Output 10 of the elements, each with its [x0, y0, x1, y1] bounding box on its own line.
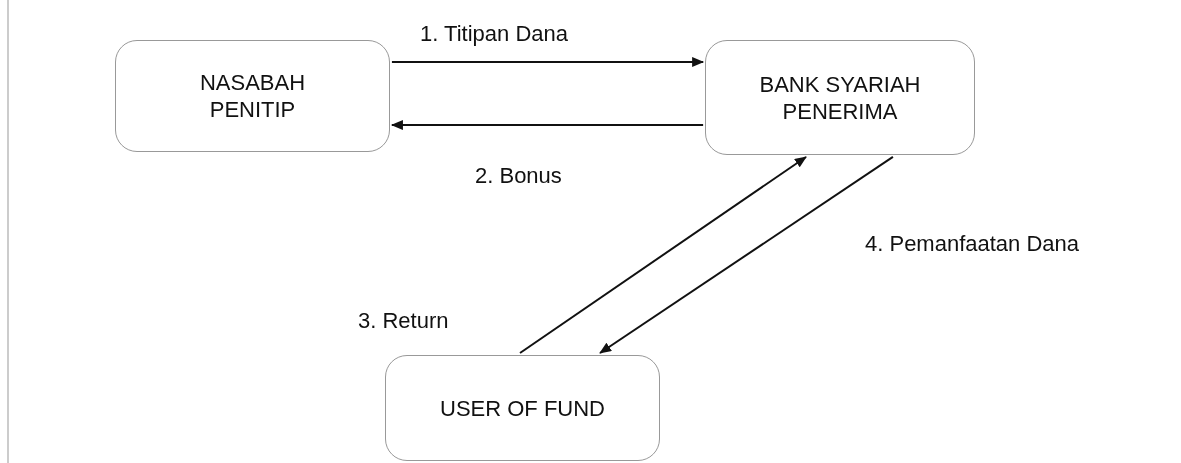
- box-label: USER OF FUND: [440, 394, 605, 422]
- arrow: [390, 120, 705, 130]
- box-label: BANK SYARIAH PENERIMA: [758, 70, 922, 125]
- process-box: [115, 40, 390, 152]
- arrow: [519, 155, 807, 354]
- box-label: NASABAH PENITIP: [198, 69, 307, 123]
- arrow: [390, 56, 705, 67]
- process-box: [385, 355, 660, 461]
- process-box: [705, 40, 975, 155]
- arrow: [599, 155, 894, 354]
